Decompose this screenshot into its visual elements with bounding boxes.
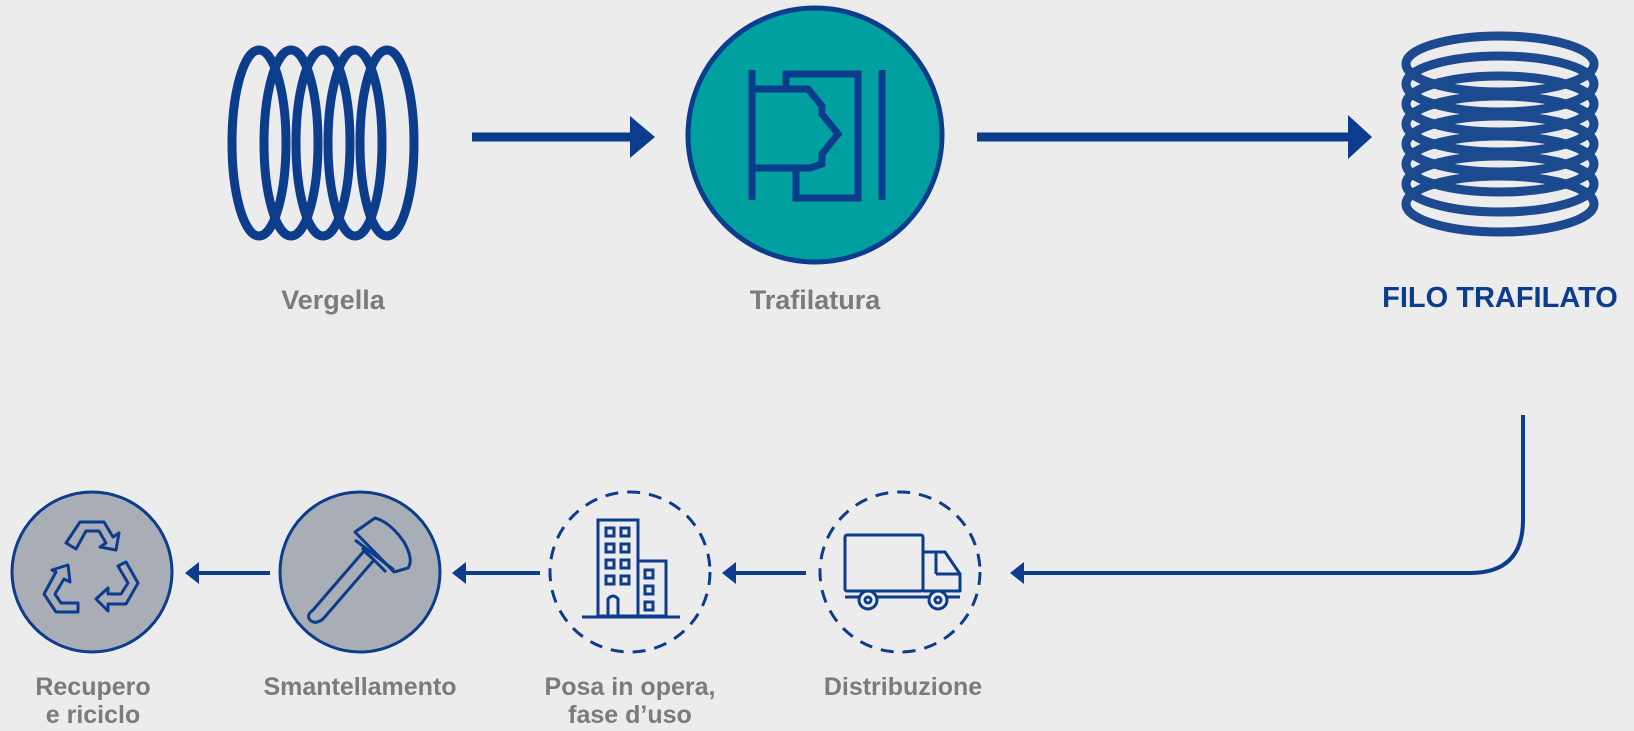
label-distribuzione: Distribuzione — [823, 673, 983, 701]
arrow-distribuzione-to-posa — [722, 562, 806, 584]
label-posa-line1: Posa in opera, — [544, 673, 716, 701]
truck-icon — [818, 490, 982, 654]
arrow-vergella-to-trafilatura — [472, 116, 655, 158]
label-recupero-line1: Recupero — [35, 673, 151, 701]
label-filo-trafilato: FILO TRAFILATO — [1382, 282, 1618, 314]
label-recupero: Recupero e riciclo — [35, 673, 150, 729]
label-smantellamento: Smantellamento — [263, 673, 457, 701]
label-recupero-line2: e riciclo — [45, 701, 141, 729]
arrow-filo-to-distribuzione — [1010, 415, 1525, 584]
hammer-icon — [278, 490, 442, 654]
label-vergella: Vergella — [281, 285, 385, 315]
wire-spool-icon — [1401, 31, 1599, 237]
label-posa-line2: fase d’uso — [568, 701, 692, 729]
label-trafilatura: Trafilatura — [749, 285, 881, 315]
recycle-icon — [10, 490, 174, 654]
arrow-trafilatura-to-filo — [977, 115, 1372, 159]
building-icon — [548, 490, 712, 654]
wire-drawing-die-icon — [685, 5, 945, 265]
label-posa: Posa in opera, fase d’uso — [545, 673, 716, 729]
coil-icon — [227, 45, 419, 241]
arrow-smantellamento-to-recupero — [185, 562, 270, 584]
arrow-posa-to-smantellamento — [452, 562, 540, 584]
